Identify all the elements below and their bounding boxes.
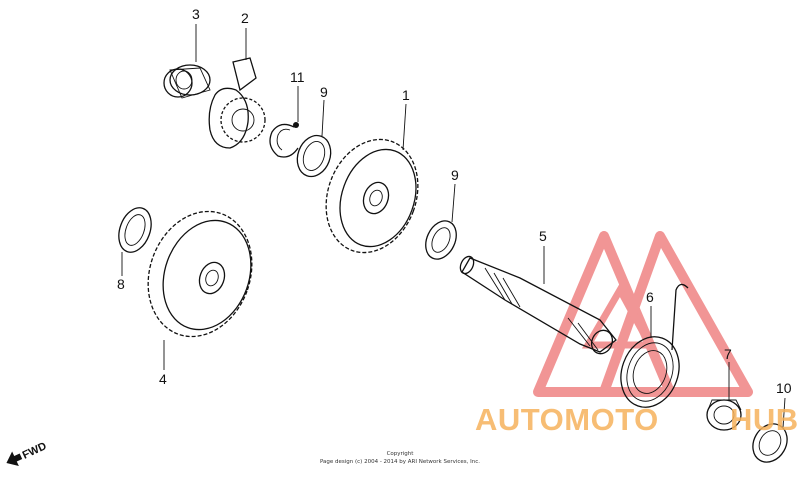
callout-9-top: 9 [320,84,328,100]
part-7-spring-guide [706,399,742,431]
part-10-washer [752,423,788,463]
copyright-line-2: Page design (c) 2004 - 2014 by ARI Netwo… [320,459,480,465]
callout-labels: 3 2 11 9 1 9 8 4 5 6 7 10 [117,6,792,396]
callout-1: 1 [402,87,410,103]
copyright-line-1: Copyright [387,451,415,457]
callout-8: 8 [117,276,125,292]
callout-7: 7 [724,346,732,362]
part-9-washer-top [296,134,332,178]
callout-3: 3 [192,6,200,22]
part-6-spring [620,283,689,408]
leader-lines [121,24,786,429]
part-5-spindle [459,255,617,355]
part-9-washer-right [425,220,457,260]
watermark-logo [533,231,753,397]
part-3-collar [163,64,211,99]
part-8-washer [118,207,152,253]
callout-9-right: 9 [451,167,459,183]
copyright-block: Copyright Page design (c) 2004 - 2014 by… [320,451,480,465]
callout-5: 5 [539,228,547,244]
callout-6: 6 [646,289,654,305]
fwd-arrow-icon [6,451,23,467]
fwd-indicator: FWD [6,440,49,467]
part-2-ratchet [208,57,266,149]
watermark-hub: HUB [730,402,799,437]
callout-10: 10 [776,380,792,396]
part-1-gear [325,138,419,254]
part-11-snap-ring [269,122,299,158]
fwd-label: FWD [21,440,49,461]
callout-11: 11 [290,69,305,85]
callout-4: 4 [159,371,167,387]
callout-2: 2 [241,10,249,26]
watermark-automoto: AUTOMOTO [475,402,659,437]
part-4-gear [147,210,253,338]
watermark-text: AUTOMOTO HUB [475,402,799,437]
